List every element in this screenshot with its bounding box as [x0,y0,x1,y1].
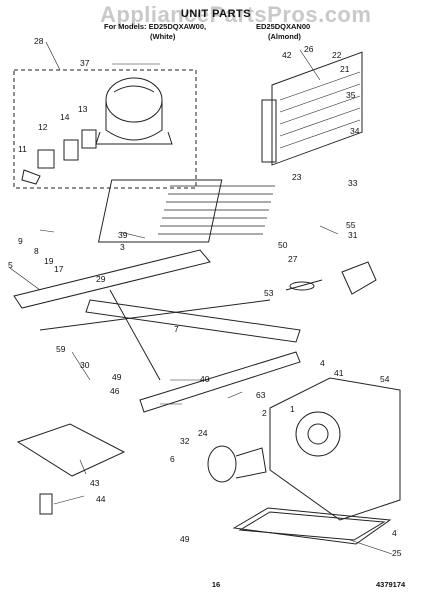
callout-label: 22 [332,50,342,60]
watermark: AppliancePartsPros.com [100,2,372,27]
evaporator [271,51,363,166]
callout-label: 31 [348,230,358,240]
page-title: UNIT PARTS [180,8,252,20]
callout-label: 23 [292,172,302,182]
callout-label: 54 [380,374,390,384]
model-list-right: ED25DQXAN00 [256,22,311,31]
callout-label: 39 [118,230,128,240]
callout-label: 33 [348,178,358,188]
callout-label: 40 [200,374,210,384]
callout-label: 34 [350,126,360,136]
callout-label: 1 [290,404,295,414]
base-rail-front [139,351,301,413]
compressor-group-box [13,69,197,189]
callout-label: 21 [340,64,350,74]
callout-label: 53 [264,288,274,298]
callout-label: 3 [120,242,125,252]
callout-label: 55 [346,220,356,230]
fan-motor [207,445,237,483]
fan-shroud [269,377,401,521]
drain-pan [232,507,392,545]
condenser-coil [97,179,223,243]
callout-label: 5 [8,260,13,270]
variant-white: (White) [150,32,176,41]
callout-label: 49 [112,372,122,382]
callout-label: 12 [38,122,48,132]
callout-label: 26 [304,44,314,54]
callout-label: 37 [80,58,90,68]
callout-label: 13 [78,104,88,114]
compressor [105,77,163,123]
callout-label: 2 [262,408,267,418]
base-rail-cross [85,299,301,343]
callout-label: 9 [18,236,23,246]
page-number: 16 [211,580,221,589]
callout-label: 35 [346,90,356,100]
callout-label: 49 [180,534,190,544]
callout-label: 50 [278,240,288,250]
callout-label: 24 [198,428,208,438]
callout-label: 41 [334,368,344,378]
callout-label: 42 [282,50,292,60]
callout-label: 30 [80,360,90,370]
callout-label: 4 [392,528,397,538]
relay [37,149,55,169]
callout-label: 14 [60,112,70,122]
callout-label: 29 [96,274,106,284]
callout-label: 46 [110,386,120,396]
part-code: 4379174 [376,580,406,589]
callout-label: 27 [288,254,298,264]
callout-label: 25 [392,548,402,558]
access-panel [16,423,126,477]
callout-label: 32 [180,436,190,446]
callout-label: 11 [18,144,27,154]
model-list-left: For Models: ED25DQXAW00, [104,22,207,31]
callout-label: 43 [90,478,100,488]
callout-label: 17 [54,264,64,274]
callout-label: 63 [256,390,266,400]
callout-label: 44 [96,494,106,504]
base-rail-left [13,249,211,309]
callout-label: 8 [34,246,39,256]
callout-label: 19 [44,256,54,266]
callout-label: 7 [174,324,179,334]
callout-label: 6 [170,454,175,464]
callout-label: 28 [34,36,44,46]
callout-label: 4 [320,358,325,368]
variant-almond: (Almond) [268,32,301,41]
callout-label: 59 [56,344,66,354]
